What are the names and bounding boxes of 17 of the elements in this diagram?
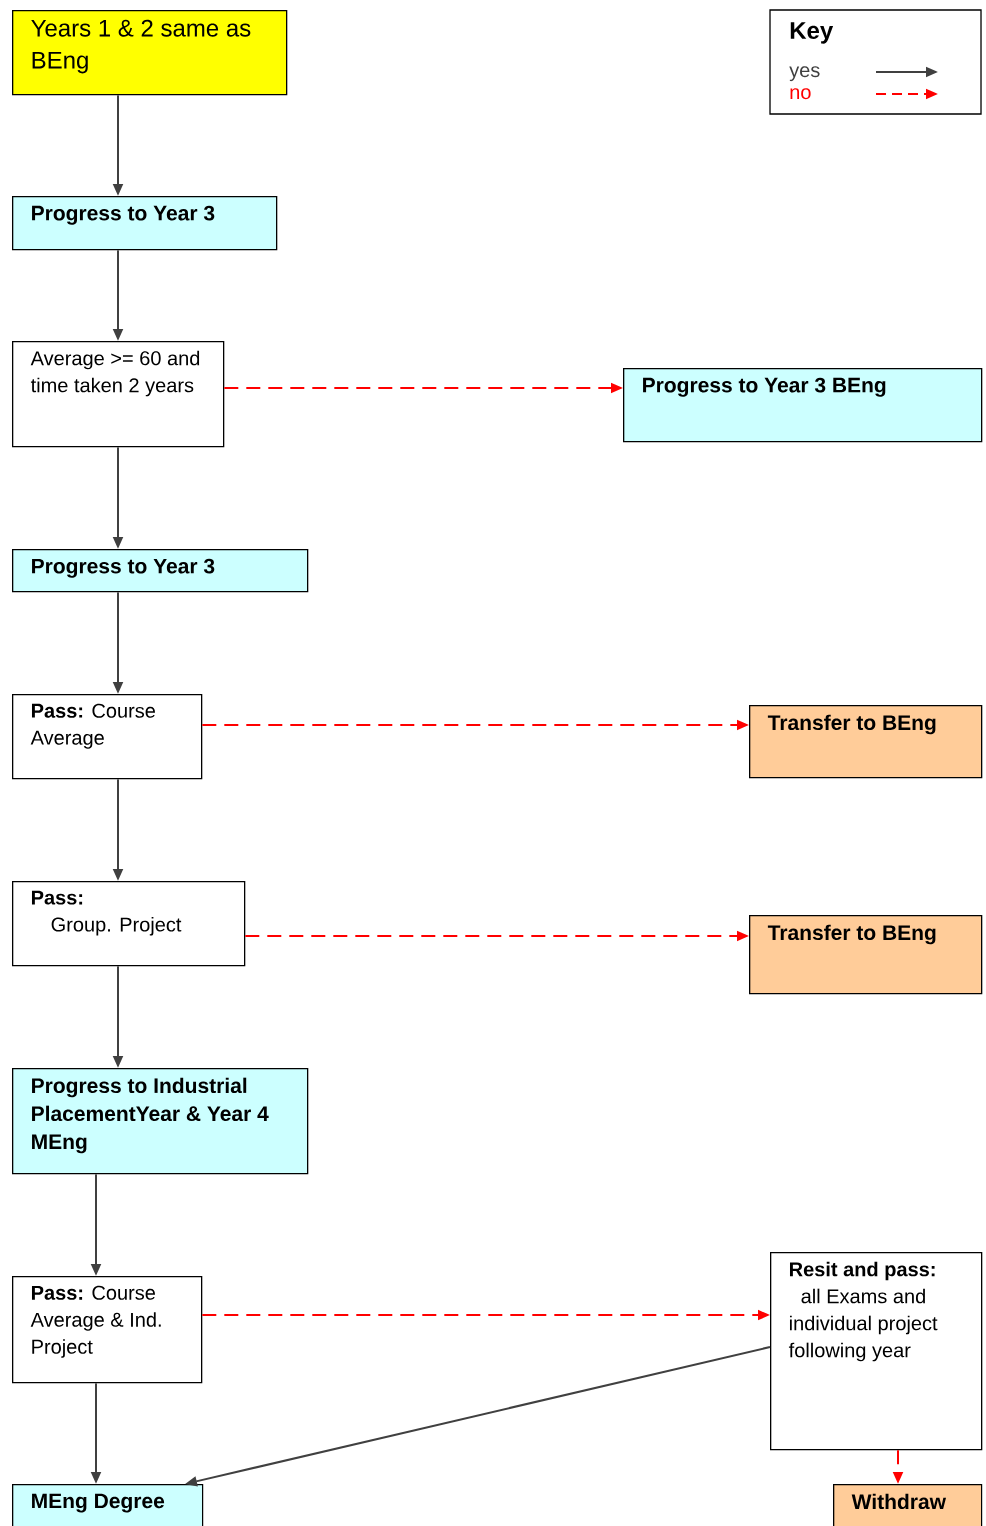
decision-box: Resit and pass: all Exams and individual project following year xyxy=(770,1252,983,1451)
outcome-box: Transfer to BEng xyxy=(749,705,983,779)
decision-box: Pass: Course Average & Ind. Project xyxy=(12,1276,203,1384)
process-box: Progress to Industrial PlacementYear & Year 4 MEng xyxy=(12,1068,309,1175)
process-box: MEng Degree xyxy=(12,1484,204,1526)
legend-text: no xyxy=(790,88,811,100)
outcome-box: Transfer to BEng xyxy=(749,915,983,995)
process-box: Progress to Year 3 xyxy=(12,196,278,251)
decision-box: Average >= 60 and time taken 2 years xyxy=(12,341,225,448)
outcome-box: Withdraw xyxy=(833,1484,983,1526)
start-box: Years 1 & 2 same as BEng xyxy=(12,10,288,96)
decision-box: Pass: Course Average xyxy=(12,694,203,780)
process-box: Progress to Year 3 BEng xyxy=(623,368,983,443)
legend-text: yes xyxy=(789,66,820,82)
process-box: Progress to Year 3 xyxy=(12,549,309,593)
key-title: Key xyxy=(790,22,834,44)
decision-box: Pass: Group. Project xyxy=(12,881,246,967)
